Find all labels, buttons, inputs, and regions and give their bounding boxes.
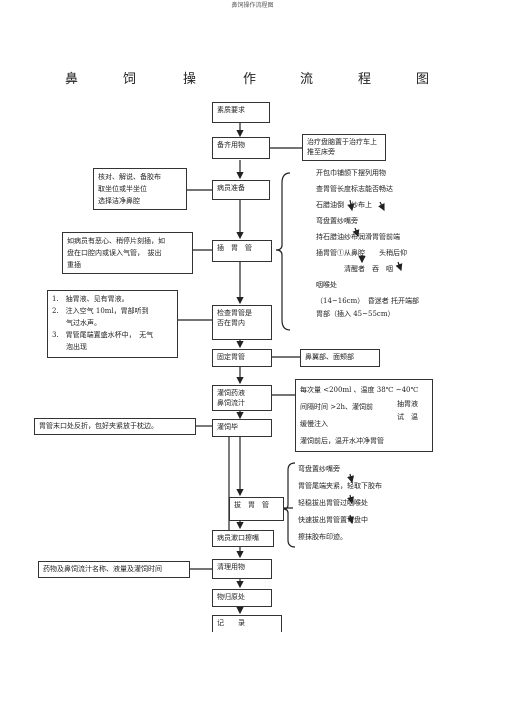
list-item: 胃部（插入 45~55cm） (316, 310, 395, 318)
note-line: 药物及鼻饲流汁名称、液量及灌饲时间 (43, 565, 162, 573)
step-rinse-mouth: 病员漱口擦嘴 (212, 530, 274, 547)
step-prepare-supplies: 备齐用物 (212, 137, 270, 159)
step-remove-tube: 拔 胃 管 (229, 497, 284, 521)
note-fix-location: 鼻翼部、面颊部 (300, 349, 380, 367)
note-line: 治疗盘脑置于治疗车上 (307, 138, 377, 146)
step-check-tube: 检查胃管是 否在胃内 (212, 305, 272, 340)
note-insert-problem: 如病员有恶心、稍停片刻插，如 盘在口腔内或误入气管， 拔出 重插 (62, 232, 193, 274)
list-item: （14~16cm） 昏迷者 托开端部 (316, 297, 419, 305)
note-line: 如病员有恶心、稍停片刻插，如 (67, 237, 165, 245)
step-label: 备齐用物 (217, 141, 245, 149)
note-line: 盘在口腔内或误入气管， 拔出 (67, 249, 162, 257)
title-char: 程 (358, 72, 372, 87)
note-line: 鼻翼部、面颊部 (305, 353, 354, 361)
step-patient-prep: 病员准备 (212, 180, 270, 200)
title-char: 操 (183, 72, 197, 87)
step-label: 否在胃内 (217, 319, 245, 327)
step-label: 插 胃 管 (217, 244, 252, 252)
step-feed: 灌饲药液 鼻饲流汁 (212, 385, 272, 411)
page-header: 鼻饲操作流程图 (231, 2, 274, 9)
step-label: 清理用物 (217, 563, 245, 571)
list-remove-steps: 弯盘置纱嘴旁 胃管尾端夹紧，轻取下胶布 轻稳拔出胃管过咽喉处 快速拔出胃管置弯盘… (298, 462, 382, 544)
note-patient-prep: 核对、解说、备胶布 取坐位或半坐位 选择洁净鼻腔 (93, 168, 187, 210)
note-line: 推至床旁 (307, 148, 335, 156)
note-line: 泡出现 (52, 343, 87, 351)
note-line: 间隔时间 >2h、灌饲前 (300, 403, 374, 411)
step-insert-tube: 插 胃 管 (212, 240, 272, 262)
note-line: 缓慢注入 (300, 420, 328, 428)
note-line: 2. 注入空气 10ml，胃部听到 (52, 307, 149, 315)
step-label: 检查胃管是 (217, 309, 252, 317)
step-clean-up: 清理用物 (212, 559, 272, 579)
note-line: 核对、解说、备胶布 (98, 173, 161, 181)
list-item: 插胃管①从鼻腔 头稍后仰 (316, 249, 407, 257)
step-record: 记 录 (212, 615, 282, 632)
title-char: 饲 (123, 72, 137, 87)
note-check-methods: 1. 抽胃液、见有胃液。 2. 注入空气 10ml，胃部听到 气过水声。 3. … (47, 290, 178, 358)
list-item: 胃管尾端夹紧，轻取下胶布 (298, 482, 382, 490)
note-line: 1. 抽胃液、见有胃液。 (52, 295, 129, 303)
step-quality-requirement: 素质要求 (212, 102, 270, 123)
step-label: 素质要求 (217, 106, 245, 114)
note-line: 3. 胃管尾端置盛水杯中， 无气 (52, 331, 154, 339)
step-return-items: 物归原处 (212, 589, 272, 607)
note-line: 试 温 (397, 413, 418, 421)
list-item: 咽喉处 (316, 281, 337, 289)
note-tray: 治疗盘脑置于治疗车上 推至床旁 (302, 134, 386, 161)
list-item: 开包巾铺颌下摆列用物 (316, 169, 386, 177)
step-label: 固定胃管 (217, 353, 245, 361)
step-label: 灌饲毕 (217, 423, 238, 431)
list-item: 擦抹胶布印迹。 (298, 533, 347, 541)
list-item: 轻稳拔出胃管过咽喉处 (298, 499, 368, 507)
step-label: 物归原处 (217, 593, 245, 601)
page-title: 鼻 饲 操 作 流 程 图 (0, 68, 505, 88)
note-line: 胃管末口处反折，包好夹紧放于枕边。 (39, 422, 158, 430)
note-line: 重插 (67, 261, 81, 269)
title-char: 作 (243, 72, 257, 87)
note-line: 每次量 <200ml 、温度 38℃ ~40℃ (300, 386, 419, 394)
title-char: 图 (416, 72, 430, 87)
list-item: 持石腊油纱布润滑胃管前端 (316, 233, 400, 241)
list-insert-steps: 开包巾铺颌下摆列用物 查胃管长度标志能否畅达 石腊油倒 纱布上 弯盘置纱嘴旁 持… (316, 167, 419, 321)
step-label: 病员漱口擦嘴 (217, 534, 259, 542)
list-item: 查胃管长度标志能否畅达 (316, 185, 393, 193)
list-item: 弯盘置纱嘴旁 (316, 217, 358, 225)
list-item: 清醒者 吞 咽 (316, 265, 393, 273)
title-char: 流 (300, 72, 314, 87)
list-item: 快速拔出胃管置弯盘中 (298, 516, 368, 524)
list-item: 弯盘置纱嘴旁 (298, 465, 340, 473)
step-label: 病员准备 (217, 184, 245, 192)
list-item: 石腊油倒 纱布上 (316, 201, 372, 209)
title-char: 鼻 (65, 72, 79, 87)
note-line: 气过水声。 (52, 319, 101, 327)
step-label: 灌饲药液 (217, 389, 245, 397)
note-feed-rules: 每次量 <200ml 、温度 38℃ ~40℃ 间隔时间 >2h、灌饲前 缓慢注… (295, 379, 433, 452)
note-line: 选择洁净鼻腔 (98, 197, 140, 205)
note-line: 取坐位或半坐位 (98, 185, 147, 193)
note-feed-check: 抽胃液 试 温 (397, 398, 418, 424)
step-label: 拔 胃 管 (234, 501, 269, 509)
note-record-items: 药物及鼻饲流汁名称、液量及灌饲时间 (38, 561, 190, 578)
note-after-feed: 胃管末口处反折，包好夹紧放于枕边。 (34, 418, 196, 435)
step-label: 记 录 (217, 619, 245, 627)
step-fix-tube: 固定胃管 (212, 349, 272, 367)
step-feed-done: 灌饲毕 (212, 419, 272, 437)
step-label: 鼻饲流汁 (217, 399, 245, 407)
note-line: 抽胃液 (397, 400, 418, 408)
note-line: 灌饲前后，温开水冲净胃管 (300, 437, 384, 445)
